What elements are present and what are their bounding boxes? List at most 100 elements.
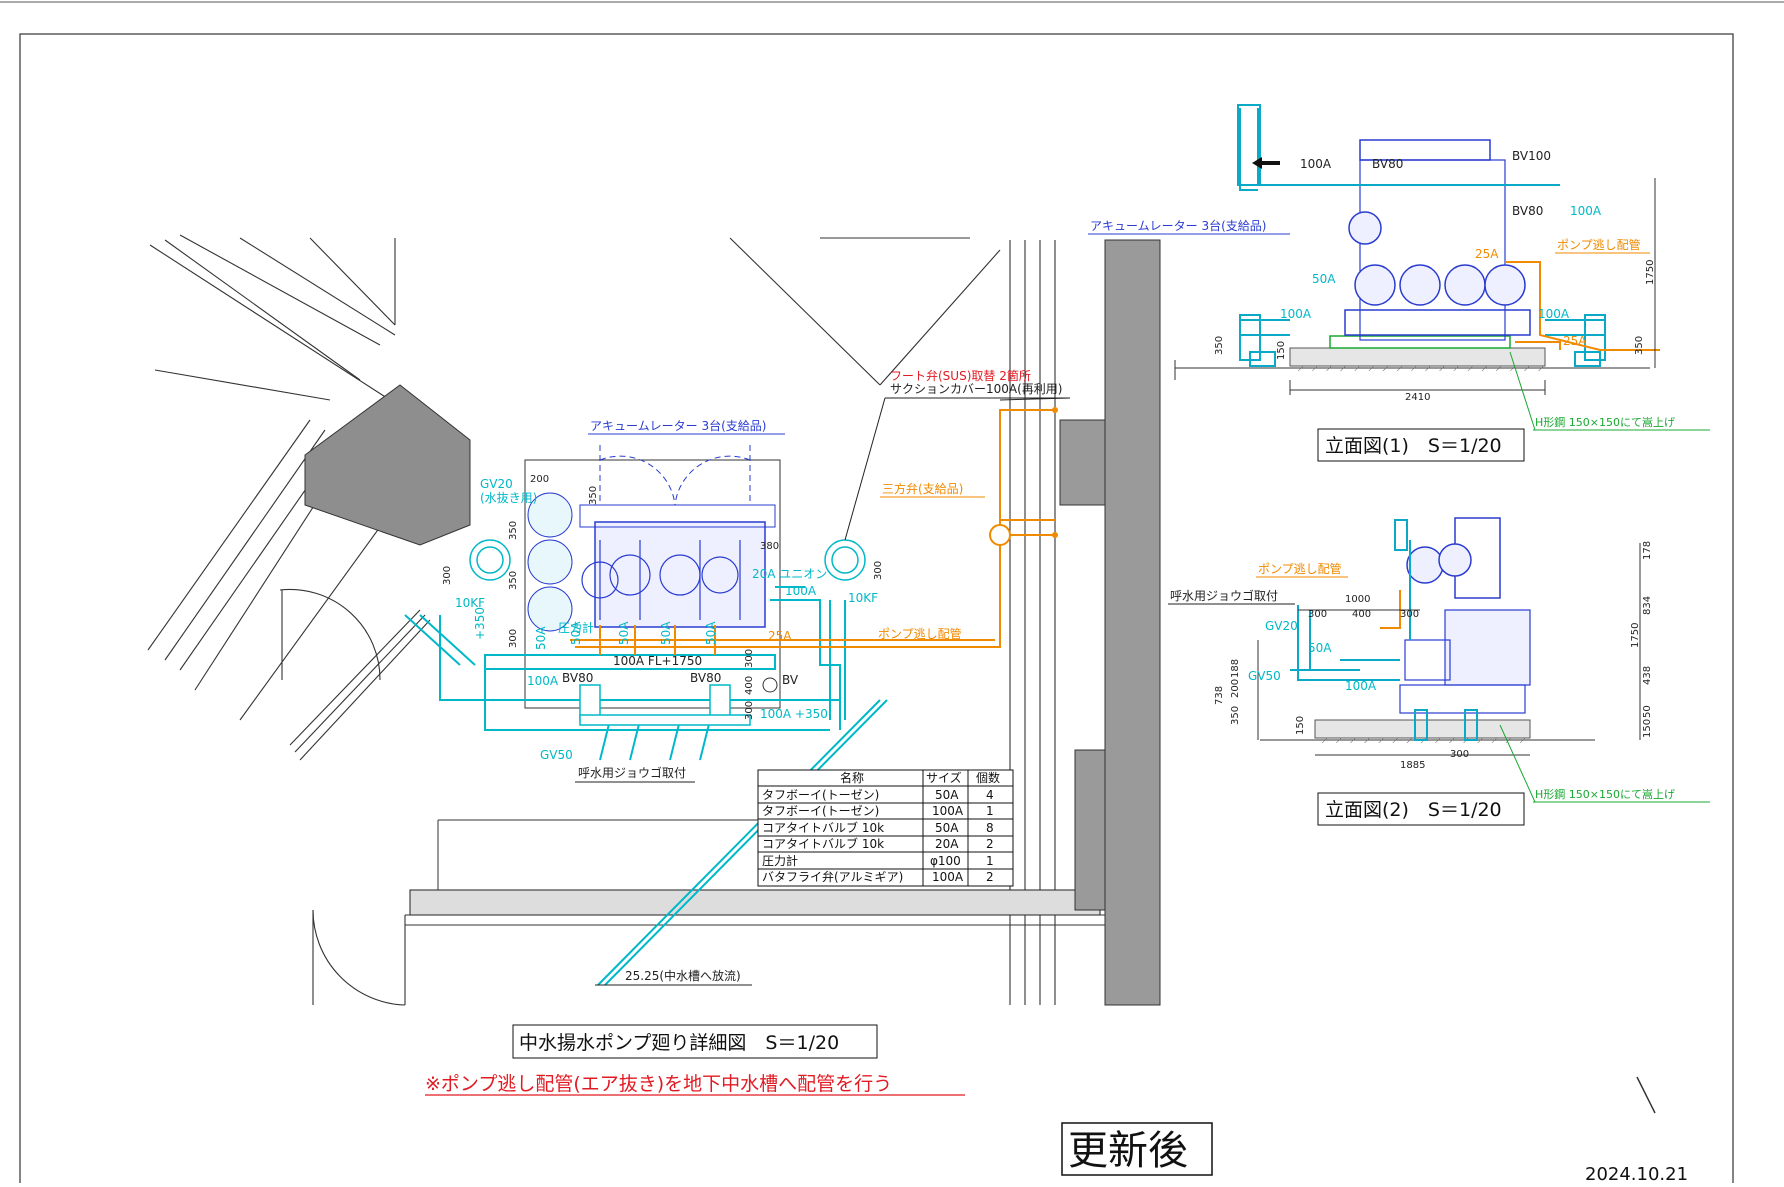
relief-pipe-label: ポンプ逃し配管 [878,626,962,641]
plan-50a-4: 50A [704,621,718,645]
plan-100a-2-label: 100A [527,674,559,688]
bv-label: BV [782,673,799,687]
svg-text:738: 738 [1214,686,1225,705]
foot-valve-label: フート弁(SUS)取替 2箇所 [890,368,1031,383]
gv50-label: GV50 [540,748,573,762]
svg-text:50A: 50A [935,788,959,802]
plan-100a-label: 100A [785,584,817,598]
three-way-valve-icon [989,524,1011,546]
svg-text:300: 300 [442,566,453,585]
plan-note: ※ポンプ逃し配管(エア抜き)を地下中水槽へ配管を行う [425,1073,892,1095]
svg-text:438: 438 [1642,666,1653,685]
concrete-wall [1104,239,1161,1006]
th-size: サイズ [926,770,962,785]
kf-right-label: 10KF [848,591,878,605]
svg-text:300: 300 [1308,609,1327,620]
svg-text:100A: 100A [932,804,964,818]
svg-text:300: 300 [1450,749,1469,760]
plan-title-box [512,1024,878,1059]
svg-text:178: 178 [1642,541,1653,560]
svg-text:300: 300 [744,649,755,668]
svg-text:20A: 20A [935,837,959,851]
column-block [304,384,471,546]
svg-text:50A: 50A [1312,272,1336,286]
three-way-valve-label: 三方弁(支給品) [882,481,963,496]
svg-text:2: 2 [986,837,994,851]
stamp-box [1061,1122,1213,1176]
svg-text:200: 200 [1230,679,1241,698]
svg-text:300: 300 [1400,609,1419,620]
svg-text:8: 8 [986,821,994,835]
discharge-label: 25.25(中水槽へ放流) [625,968,741,983]
plan-accumulator-label: アキュームレーター 3台(支給品) [590,418,766,433]
svg-text:300: 300 [508,629,519,648]
elevation-2: ポンプ逃し配管 呼水用ジョウゴ取付 GV20 50A GV50 100A H形鋼… [1168,517,1710,803]
bv80-right-label: BV80 [690,671,721,685]
svg-text:350: 350 [588,486,599,505]
elevation-1: 100A BV80 BV100 BV80 100A アキュームレーター 3台(支… [1088,104,1710,431]
svg-text:BV100: BV100 [1512,149,1551,163]
svg-text:350: 350 [508,521,519,540]
svg-text:300: 300 [744,701,755,720]
svg-text:GV20: GV20 [1265,619,1298,633]
date-text: 2024.10.21 [1585,1164,1688,1183]
svg-text:呼水用ジョウゴ取付: 呼水用ジョウゴ取付 [1170,588,1278,603]
svg-text:350: 350 [1230,706,1241,725]
plan-plus350: +350 [473,607,487,640]
svg-text:350: 350 [1634,336,1645,355]
plan-50a-3: 50A [659,621,673,645]
suction-cover-label: サクションカバー100A(再利用) [890,382,1062,396]
svg-text:コアタイトバルブ 10k: コアタイトバルブ 10k [762,820,884,835]
svg-text:300: 300 [873,561,884,580]
elev1-title-box [1317,428,1525,462]
svg-text:1750: 1750 [1645,260,1656,285]
svg-text:380: 380 [760,541,779,552]
bv80-left-label: BV80 [562,671,593,685]
svg-text:ポンプ逃し配管: ポンプ逃し配管 [1258,561,1342,576]
svg-text:25A: 25A [1563,334,1587,348]
svg-text:4: 4 [986,788,994,802]
plan-100a-3-label: 100A +350 [760,707,828,721]
union-label: 20A ユニオン [752,567,827,581]
svg-text:コアタイトバルブ 10k: コアタイトバルブ 10k [762,836,884,851]
svg-text:350: 350 [1214,336,1225,355]
svg-text:400: 400 [744,676,755,695]
svg-text:1: 1 [986,854,994,868]
plan-labels: アキュームレーター 3台(支給品) フート弁(SUS)取替 2箇所 サクションカ… [455,368,1071,986]
elev2-title-box [1317,792,1525,826]
stamp-text: 更新後 [1068,1128,1188,1174]
svg-text:BV80: BV80 [1512,204,1543,218]
svg-text:150: 150 [1642,719,1653,738]
elev2-hbeam-label: H形鋼 150×150にて嵩上げ [1535,787,1675,801]
plan-pump-unit [404,407,1058,986]
plan-50a-5: 50A [534,626,548,650]
svg-text:GV50: GV50 [1248,669,1281,683]
svg-text:100A: 100A [1538,307,1570,321]
plan-50a-1: 50A [569,621,583,645]
elev1-hbeam-label: H形鋼 150×150にて嵩上げ [1535,415,1675,429]
svg-text:400: 400 [1352,609,1371,620]
parts-table: 名称 サイズ 個数 タフボーイ(トーゼン) 50A 4 タフボーイ(トーゼン) … [757,769,1014,887]
svg-text:1000: 1000 [1345,594,1370,605]
elev1-title: 立面図(1) S＝1/20 [1325,435,1502,457]
building-lines [147,234,1110,1006]
sheet-border [19,33,1734,1187]
svg-text:BV80: BV80 [1372,157,1403,171]
plan-50a-2: 50A [617,621,631,645]
svg-text:100A: 100A [1345,679,1377,693]
svg-text:ポンプ逃し配管: ポンプ逃し配管 [1557,237,1641,252]
svg-text:圧力計: 圧力計 [762,853,798,868]
svg-text:タフボーイ(トーゼン): タフボーイ(トーゼン) [762,788,879,802]
svg-text:1885: 1885 [1400,760,1425,771]
funnel-label: 呼水用ジョウゴ取付 [578,765,686,780]
svg-text:350: 350 [508,571,519,590]
svg-text:25A: 25A [1475,247,1499,261]
plan-dimensions: 200 350 350 300 300 300 350 380 300 400 … [442,474,884,720]
svg-text:1750: 1750 [1630,623,1641,648]
plan-title: 中水揚水ポンプ廻り詳細図 S＝1/20 [519,1032,839,1054]
flow-arrow-icon [1252,157,1262,169]
svg-text:100A: 100A [1570,204,1602,218]
plan-25a-label: 25A [768,629,792,643]
